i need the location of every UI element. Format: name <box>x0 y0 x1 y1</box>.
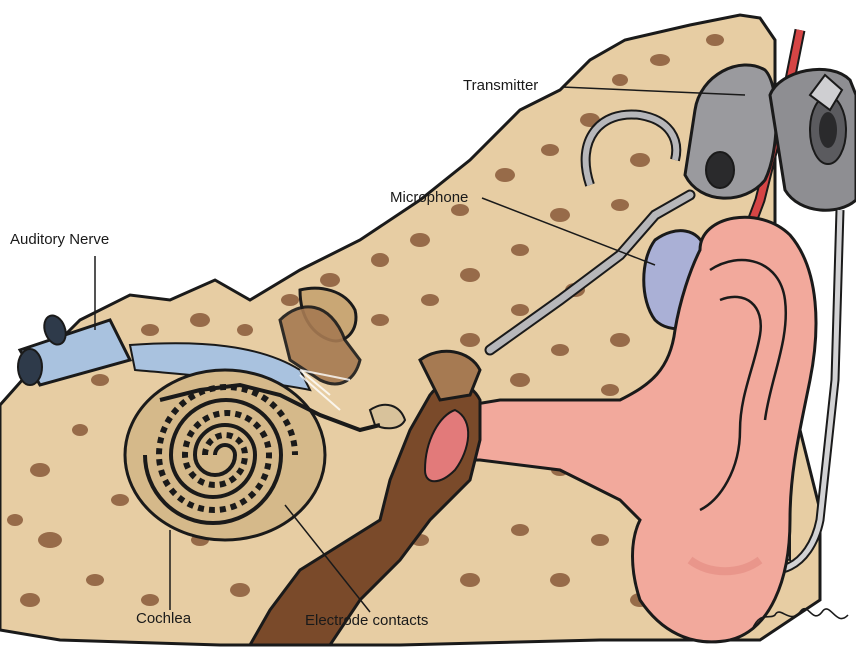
label-electrode-contacts: Electrode contacts <box>305 612 428 630</box>
label-auditory-nerve: Auditory Nerve <box>10 231 109 249</box>
label-microphone: Microphone <box>390 189 468 207</box>
label-cochlea: Cochlea <box>136 610 191 628</box>
label-transmitter: Transmitter <box>463 77 538 95</box>
